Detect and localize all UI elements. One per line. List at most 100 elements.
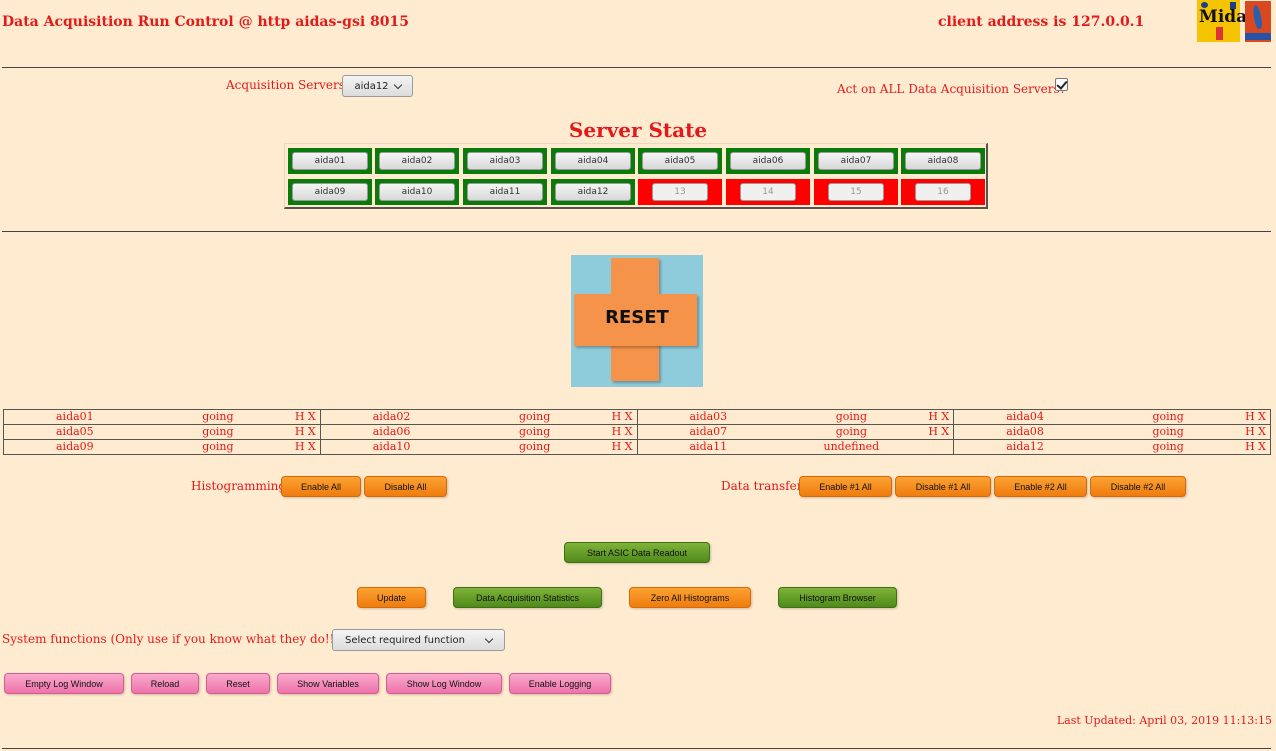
server-state: going (835, 425, 868, 438)
server-state: going (202, 425, 234, 438)
server-state-button[interactable]: aida08 (905, 152, 981, 170)
server-state: undefined (823, 440, 880, 453)
server-actions: H X (1245, 440, 1266, 453)
x-link[interactable]: X (1258, 410, 1266, 423)
server-state: going (1152, 425, 1184, 438)
data-transfer-enable1-button[interactable]: Enable #1 All (799, 476, 892, 497)
x-link[interactable]: X (624, 410, 633, 423)
acquisition-servers-select[interactable]: aida12 (342, 75, 413, 97)
server-state-button[interactable]: aida01 (292, 152, 368, 170)
server-name: aida11 (689, 440, 728, 453)
h-link[interactable]: H (1245, 440, 1255, 453)
server-state-button[interactable]: aida10 (379, 183, 455, 201)
server-actions: H X (295, 410, 316, 423)
server-state-button[interactable]: 14 (740, 183, 796, 201)
server-state-button[interactable]: aida07 (818, 152, 894, 170)
h-link[interactable]: H (1245, 425, 1255, 438)
server-state: going (202, 440, 234, 453)
page-title: Data Acquisition Run Control @ http aida… (2, 14, 409, 30)
server-name: aida12 (1006, 440, 1044, 453)
server-state-cell: aida05 (638, 148, 722, 174)
x-link[interactable]: X (307, 440, 316, 453)
midas-logo-shield-icon (1230, 2, 1236, 9)
h-link[interactable]: H (611, 425, 622, 438)
server-state-button[interactable]: aida09 (292, 183, 368, 201)
histogramming-label: Histogramming (191, 479, 287, 493)
zero-histograms-button[interactable]: Zero All Histograms (629, 587, 751, 608)
data-transfer-disable1-button[interactable]: Disable #1 All (895, 476, 991, 497)
server-state-button[interactable]: aida06 (730, 152, 806, 170)
server-state-cell: aida06 (726, 148, 810, 174)
server-actions: H X (295, 425, 316, 438)
h-link[interactable]: H (611, 410, 622, 423)
histogram-browser-button[interactable]: Histogram Browser (778, 587, 897, 608)
act-on-all-label: Act on ALL Data Acquisition Servers? (837, 82, 1067, 96)
acquisition-servers-value: aida12 (354, 80, 389, 92)
x-link[interactable]: X (1258, 440, 1266, 453)
h-link[interactable]: H (294, 410, 305, 423)
x-link[interactable]: X (307, 410, 316, 423)
server-state-button[interactable]: aida04 (555, 152, 631, 170)
h-link[interactable]: H (928, 425, 938, 438)
start-asic-readout-button[interactable]: Start ASIC Data Readout (564, 542, 710, 563)
reset-image-button[interactable]: RESET (571, 255, 703, 387)
server-state: going (1152, 410, 1184, 423)
server-state-cell: aida11 (463, 179, 547, 205)
empty-log-window-button[interactable]: Empty Log Window (4, 673, 124, 694)
server-actions: H X (295, 440, 316, 453)
server-state: going (518, 425, 551, 438)
h-link[interactable]: H (1245, 410, 1255, 423)
last-updated: Last Updated: April 03, 2019 11:13:15 (1056, 714, 1272, 727)
data-transfer-enable2-button[interactable]: Enable #2 All (994, 476, 1087, 497)
server-state-button[interactable]: aida12 (555, 183, 631, 201)
h-link[interactable]: H (611, 440, 622, 453)
server-state-button[interactable]: aida03 (467, 152, 543, 170)
server-actions: H X (612, 440, 633, 453)
server-state-grid: aida01 aida02 aida03 aida04 aida05 aida06 aida… (284, 143, 988, 209)
tcl-powered-logo (1245, 1, 1271, 42)
data-transfer-disable2-button[interactable]: Disable #2 All (1090, 476, 1186, 497)
x-link[interactable]: X (307, 425, 316, 438)
server-state-button[interactable]: 16 (915, 183, 971, 201)
x-link[interactable]: X (624, 425, 633, 438)
act-on-all-checkbox[interactable] (1055, 78, 1068, 91)
enable-logging-button[interactable]: Enable Logging (509, 673, 611, 694)
server-state-button[interactable]: aida02 (379, 152, 455, 170)
system-function-value: Select required function (345, 634, 465, 646)
histogramming-disable-all-button[interactable]: Disable All (364, 476, 447, 497)
server-state-button[interactable]: aida11 (467, 183, 543, 201)
server-state-button[interactable]: 15 (828, 183, 884, 201)
x-link[interactable]: X (941, 410, 950, 423)
h-link[interactable]: H (294, 425, 305, 438)
x-link[interactable]: X (1258, 425, 1266, 438)
reload-button[interactable]: Reload (131, 673, 199, 694)
daq-statistics-button[interactable]: Data Acquisition Statistics (453, 587, 602, 608)
server-name: aida02 (372, 410, 411, 423)
data-transfer-label: Data transfer (721, 479, 803, 493)
server-state-cell: 15 (814, 179, 898, 205)
show-log-window-button[interactable]: Show Log Window (386, 673, 502, 694)
server-state-button[interactable]: aida05 (642, 152, 718, 170)
server-state-cell: 16 (901, 179, 985, 205)
server-state-cell: aida12 (551, 179, 635, 205)
update-button[interactable]: Update (357, 587, 426, 608)
server-actions: H X (612, 425, 633, 438)
show-variables-button[interactable]: Show Variables (277, 673, 379, 694)
histogramming-enable-all-button[interactable]: Enable All (281, 476, 361, 497)
h-link[interactable]: H (928, 410, 938, 423)
server-state-cell: aida01 (288, 148, 372, 174)
chevron-down-icon (484, 634, 494, 643)
reset-button[interactable]: Reset (206, 673, 270, 694)
server-state-button[interactable]: 13 (652, 183, 708, 201)
divider (2, 748, 1271, 749)
server-actions: H X (1245, 410, 1266, 423)
h-link[interactable]: H (294, 440, 305, 453)
x-link[interactable]: X (624, 440, 633, 453)
x-link[interactable]: X (941, 425, 950, 438)
system-function-select[interactable]: Select required function (332, 629, 505, 651)
tcl-powered-band (1245, 33, 1271, 40)
